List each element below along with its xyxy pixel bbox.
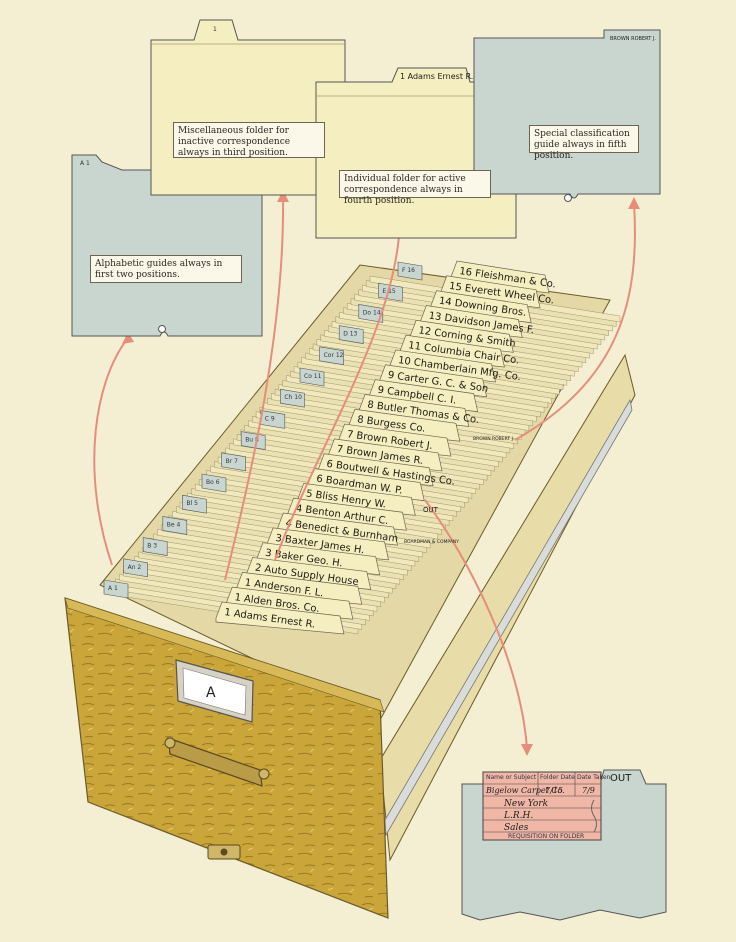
arrow-special xyxy=(514,202,636,441)
drawer-handle[interactable] xyxy=(164,737,270,787)
guide-tab[interactable]: D 13 xyxy=(338,325,364,344)
out-card-header-name: Name or Subject xyxy=(486,774,537,781)
guide-tab[interactable]: Bl 5 xyxy=(182,494,207,514)
guide-tab-label: Bu 8 xyxy=(245,437,259,444)
caption-individual-text: Individual folder for active corresponde… xyxy=(344,174,466,206)
boardman-inline-label: BOARDMAN & COMPANY xyxy=(404,539,459,545)
guide-tab-label: Cor 12 xyxy=(324,352,344,359)
guide-tab-label: C 9 xyxy=(265,415,275,422)
guide-tab-label: An 2 xyxy=(128,564,142,571)
guide-tab[interactable]: Cor 12 xyxy=(319,346,344,366)
caption-miscellaneous: Miscellaneous folder for inactive corres… xyxy=(173,122,325,158)
label-holder xyxy=(175,659,254,723)
special-card-tab: BROWN ROBERT J. xyxy=(610,36,656,42)
out-card-footer: REQUISITION ON FOLDER xyxy=(508,833,584,840)
caption-miscellaneous-text: Miscellaneous folder for inactive corres… xyxy=(178,126,291,158)
alphabetic-guide-card xyxy=(71,154,263,337)
out-card-header-folder-date: Folder Date xyxy=(540,774,575,781)
out-card-address: New York xyxy=(503,799,548,809)
caption-alphabetic-text: Alphabetic guides always in first two po… xyxy=(95,259,223,280)
guide-tab-label: A 1 xyxy=(108,585,118,592)
guide-tab[interactable]: A 1 xyxy=(103,579,129,599)
guide-tab[interactable]: Be 4 xyxy=(162,516,188,535)
guide-tab-label: Ch 10 xyxy=(284,394,302,401)
caption-special-text: Special classification guide always in f… xyxy=(534,129,630,161)
guide-tab[interactable]: Co 11 xyxy=(299,367,325,387)
drawer-rail xyxy=(384,398,633,837)
caption-individual: Individual folder for active corresponde… xyxy=(339,170,491,206)
guide-tab[interactable]: Bo 6 xyxy=(201,473,227,493)
arrow-alphabetic xyxy=(93,337,129,566)
guide-tab-label: Co 11 xyxy=(304,373,322,380)
pointer-arrows xyxy=(93,195,636,749)
out-card-drawing xyxy=(461,769,667,921)
guide-tab[interactable]: B 3 xyxy=(142,537,168,556)
drawer-lock xyxy=(207,844,241,860)
alphabetic-card-tab: A 1 xyxy=(80,160,90,167)
guide-tab-label: Br 7 xyxy=(226,458,238,465)
guide-tab-label: D 13 xyxy=(343,331,357,338)
brown-inline-label: BROWN ROBERT J. xyxy=(473,436,514,442)
guide-tab-label: F 16 xyxy=(402,267,415,274)
guide-tab[interactable]: Ch 10 xyxy=(280,388,305,408)
arrow-out xyxy=(424,499,528,749)
caption-special: Special classification guide always in f… xyxy=(529,125,639,161)
drawer-front-top-edge xyxy=(64,597,385,713)
out-card-date-taken: 7/9 xyxy=(582,786,595,795)
miscellaneous-card-tab: 1 xyxy=(213,26,217,33)
guide-tab[interactable]: An 2 xyxy=(123,558,148,578)
guide-tab[interactable]: F 16 xyxy=(397,261,423,281)
out-card-tab: OUT xyxy=(610,773,632,784)
guide-tab-label: B 3 xyxy=(147,543,157,550)
out-card-dept: Sales xyxy=(504,823,529,833)
guide-tab[interactable]: Do 14 xyxy=(358,304,384,323)
special-guide-card xyxy=(473,29,661,202)
out-card-signed: L.R.H. xyxy=(503,811,533,821)
guide-tab-label: Do 14 xyxy=(363,309,381,316)
guide-tab-label: Bl 5 xyxy=(186,500,198,507)
guide-tab-label: Bo 6 xyxy=(206,479,220,486)
folder-tab[interactable]: 1 Adams Ernest R. xyxy=(215,601,345,635)
arrow-individual xyxy=(274,215,401,561)
arrow-miscellaneous xyxy=(224,195,285,581)
drawer-label: A xyxy=(206,685,216,701)
folder-stack: 16 Fleishman & Co.15 Everett Wheel Co.14… xyxy=(103,260,621,635)
guide-tab-label: Be 4 xyxy=(167,521,181,528)
guide-tab[interactable]: Br 7 xyxy=(221,452,246,472)
out-card-header-date-taken: Date Taken xyxy=(577,774,611,781)
individual-card-tab: 1 Adams Ernest R. xyxy=(400,72,473,81)
out-card-folder-date: 7/15 xyxy=(545,786,563,795)
caption-alphabetic: Alphabetic guides always in first two po… xyxy=(90,255,242,283)
out-card-name: Bigelow Carpet Co. xyxy=(485,786,565,795)
out-inline-label: OUT xyxy=(423,506,439,514)
